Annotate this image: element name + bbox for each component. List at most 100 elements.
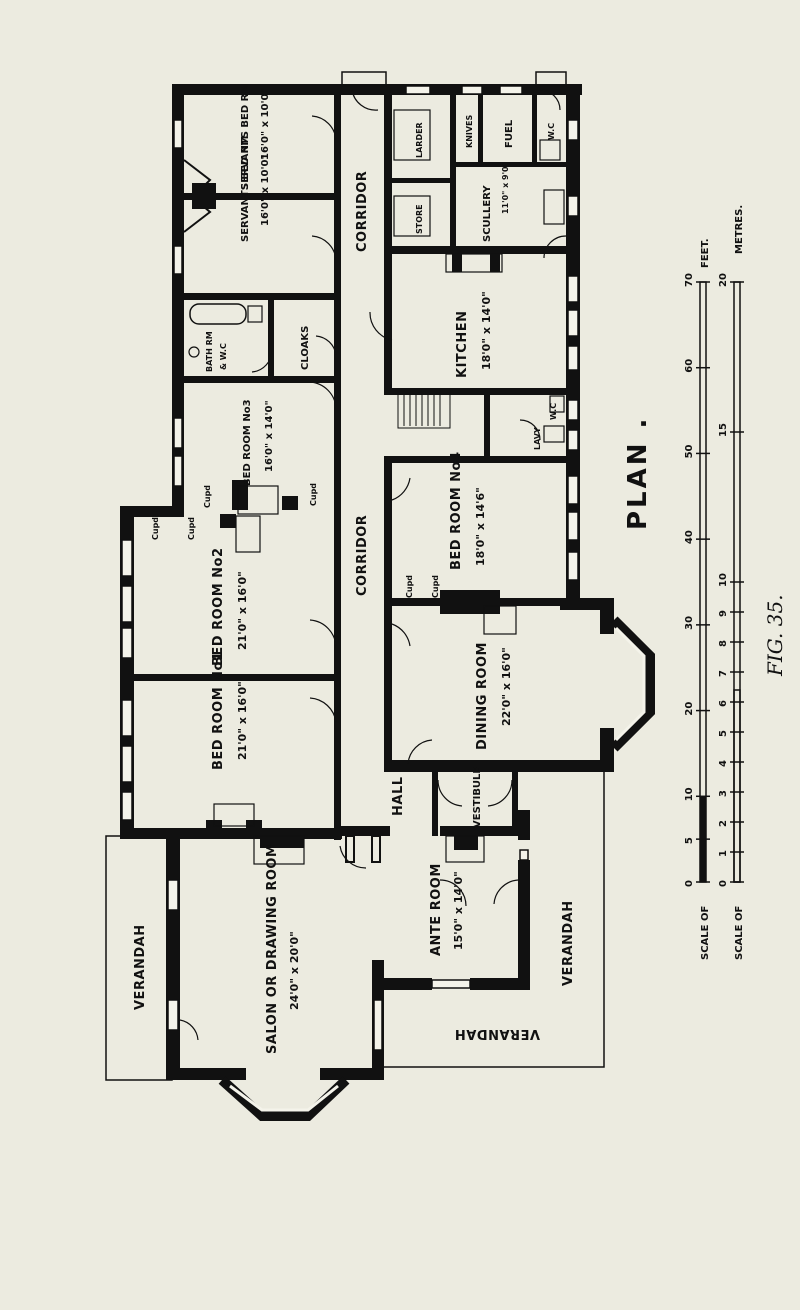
svg-text:CLOAKS: CLOAKS: [300, 326, 311, 370]
feet-scale-tick-label: 30: [684, 616, 695, 630]
servants-bed-1-size: 16'0" x 10'0": [260, 154, 271, 226]
svg-text:KITCHEN: KITCHEN: [455, 311, 470, 378]
metres-scale-tick-label: 2: [718, 820, 729, 827]
verandah-bottom-label: VERANDAH: [454, 1026, 540, 1041]
cupd-label-2: Cupd: [187, 517, 196, 540]
metres-scale-tick-label: 7: [718, 670, 729, 677]
fireplaces: [183, 159, 517, 865]
svg-text:VERANDAH: VERANDAH: [561, 900, 576, 986]
svg-text:CORRIDOR: CORRIDOR: [355, 171, 370, 252]
svg-text:W.C: W.C: [549, 403, 558, 420]
figure-caption-group: FIG. 35.: [763, 594, 787, 677]
bed1-label: BED ROOM No1: [211, 651, 226, 770]
svg-text:FUEL: FUEL: [504, 119, 515, 148]
bed4-label: BED ROOM No4: [449, 451, 464, 570]
svg-text:16'0" x 10'0": 16'0" x 10'0": [260, 88, 271, 160]
salon-size: 24'0" x 20'0": [288, 931, 301, 1010]
metres-scale-tick-label: 4: [718, 760, 729, 767]
dining-size: 22'0" x 16'0": [500, 647, 513, 726]
svg-text:16'0" x 14'0": 16'0" x 14'0": [264, 400, 275, 472]
feet-scale-tick-label: 0: [684, 880, 695, 887]
feet-scale-tick-label: 10: [684, 787, 695, 801]
svg-text:SALON OR DRAWING ROOM: SALON OR DRAWING ROOM: [265, 844, 280, 1054]
verandah-right-label: VERANDAH: [561, 900, 576, 986]
kitchen-label: KITCHEN: [455, 311, 470, 378]
svg-text:FEET.: FEET.: [700, 238, 711, 268]
svg-text:CORRIDOR: CORRIDOR: [355, 515, 370, 596]
svg-text:18'0" x 14'0": 18'0" x 14'0": [480, 291, 493, 370]
plan-title: PLAN .: [623, 416, 653, 530]
svg-text:Cupd: Cupd: [431, 575, 440, 598]
svg-text:BED ROOM No3: BED ROOM No3: [242, 399, 253, 486]
svg-text:VERANDAH: VERANDAH: [454, 1026, 540, 1041]
store-label: STORE: [415, 204, 424, 234]
bed1-size: 21'0" x 16'0": [236, 681, 249, 760]
knives-label: KNIVES: [465, 114, 474, 148]
scullery-label: SCULLERY: [482, 185, 493, 242]
svg-text:22'0" x 16'0": 22'0" x 16'0": [500, 647, 513, 726]
bed2-label: BED ROOM No2: [211, 547, 226, 666]
bed3-label: BED ROOM No3: [242, 399, 253, 486]
figure-caption: FIG. 35.: [763, 594, 787, 677]
svg-text:15'0" x 14'0": 15'0" x 14'0": [452, 871, 465, 950]
svg-text:BED ROOM No4: BED ROOM No4: [449, 451, 464, 570]
svg-text:PLAN .: PLAN .: [623, 416, 653, 530]
cupd-label-6: Cupd: [431, 575, 440, 598]
metres-scale-tick-label: 5: [718, 730, 729, 737]
ante-size: 15'0" x 14'0": [452, 871, 465, 950]
fixtures: [188, 109, 565, 863]
svg-text:21'0" x 16'0": 21'0" x 16'0": [236, 681, 249, 760]
svg-text:SCALE OF: SCALE OF: [734, 906, 745, 960]
dining-label: DINING ROOM: [475, 642, 490, 750]
bed2-size: 21'0" x 16'0": [236, 571, 249, 650]
wc-top-label: W.C: [547, 123, 556, 140]
metres-scale-tick-label: 6: [718, 700, 729, 707]
bed3-size: 16'0" x 14'0": [264, 400, 275, 472]
svg-text:Cupd: Cupd: [309, 483, 318, 506]
svg-text:BATH RM: BATH RM: [205, 331, 214, 372]
svg-text:Cupd: Cupd: [187, 517, 196, 540]
svg-text:Cupd: Cupd: [203, 485, 212, 508]
room-labels: SERVANTS BED RM 16'0" x 10'0" SERVANTS B…: [133, 84, 576, 1054]
cupd-label-3: Cupd: [203, 485, 212, 508]
svg-text:DINING ROOM: DINING ROOM: [475, 642, 490, 750]
svg-text:16'0" x 10'0": 16'0" x 10'0": [260, 154, 271, 226]
bay-windows: [218, 616, 655, 1121]
servants-bed-2-size: 16'0" x 10'0": [260, 88, 271, 160]
metres-scale-unit: METRES.: [734, 205, 745, 254]
svg-text:SERVANTS BED RM: SERVANTS BED RM: [240, 136, 251, 242]
corridor-mid-label: CORRIDOR: [355, 515, 370, 596]
plan-title-group: PLAN .: [623, 416, 653, 530]
scullery-size: 11'0" x 9'0": [501, 162, 510, 214]
top-porches: [341, 71, 567, 87]
svg-text:STORE: STORE: [415, 204, 424, 234]
windows: [121, 85, 579, 1051]
larder-label: LARDER: [415, 122, 424, 158]
metres-scale-tick-label: 0: [718, 880, 729, 887]
metres-scale-label: SCALE OF: [734, 906, 745, 960]
svg-text:Cupd: Cupd: [405, 575, 414, 598]
feet-scale-tick-label: 5: [684, 837, 695, 844]
svg-text:FIG. 35.: FIG. 35.: [763, 594, 787, 677]
cupd-label-1: Cupd: [151, 517, 160, 540]
lavy-label: LAVY: [533, 427, 542, 450]
ante-label: ANTE ROOM: [429, 863, 444, 956]
svg-text:24'0" x 20'0": 24'0" x 20'0": [288, 931, 301, 1010]
bath-label-2: & W.C: [219, 343, 228, 370]
hall-label: HALL: [391, 776, 406, 816]
feet-scale-tick-label: 60: [684, 359, 695, 373]
svg-text:HALL: HALL: [391, 776, 406, 816]
svg-text:21'0" x 16'0": 21'0" x 16'0": [236, 571, 249, 650]
metres-scale-tick-label: 20: [718, 273, 729, 287]
svg-text:ANTE ROOM: ANTE ROOM: [429, 863, 444, 956]
svg-text:11'0" x 9'0": 11'0" x 9'0": [501, 162, 510, 214]
feet-scale-tick-label: 40: [684, 530, 695, 544]
svg-text:Cupd: Cupd: [151, 517, 160, 540]
kitchen-size: 18'0" x 14'0": [480, 291, 493, 370]
cupd-label-5: Cupd: [405, 575, 414, 598]
svg-text:VESTIBULE: VESTIBULE: [472, 767, 483, 828]
feet-scale-tick-label: 50: [684, 444, 695, 458]
